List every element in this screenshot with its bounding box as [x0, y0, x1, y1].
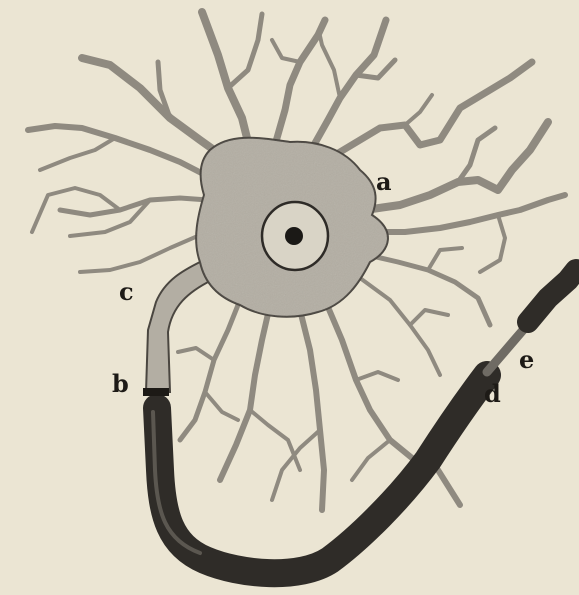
dendrite [40, 138, 115, 170]
nucleolus [285, 227, 303, 245]
dendrite [202, 12, 250, 150]
label-e: e [519, 348, 534, 372]
label-c: c [119, 280, 134, 304]
dendrite [325, 300, 460, 505]
dendrite [458, 128, 495, 182]
axon-hillock [146, 262, 212, 392]
dendrite [180, 300, 240, 440]
dendrite [300, 310, 324, 510]
dendrite [360, 278, 440, 375]
dendrite [250, 410, 300, 470]
axon-end-sheath [528, 270, 576, 322]
dendrite [370, 195, 565, 232]
dendrite [60, 198, 208, 215]
dendrite [356, 372, 398, 380]
label-a: a [376, 170, 392, 194]
label-d: d [484, 382, 501, 406]
dendrite [228, 14, 262, 88]
dendrite [352, 440, 390, 480]
dendrite [275, 20, 325, 145]
dendrite [428, 248, 462, 270]
dendrite [178, 348, 214, 360]
dendrite [480, 215, 505, 272]
dendrite [80, 235, 200, 272]
dendrite [405, 95, 432, 125]
label-b: b [112, 372, 129, 396]
dendrite [205, 392, 238, 420]
dendrite [410, 310, 448, 325]
dendrite [365, 122, 548, 210]
dendrite [320, 36, 340, 98]
node-b [143, 388, 169, 396]
dendrite [272, 40, 300, 62]
